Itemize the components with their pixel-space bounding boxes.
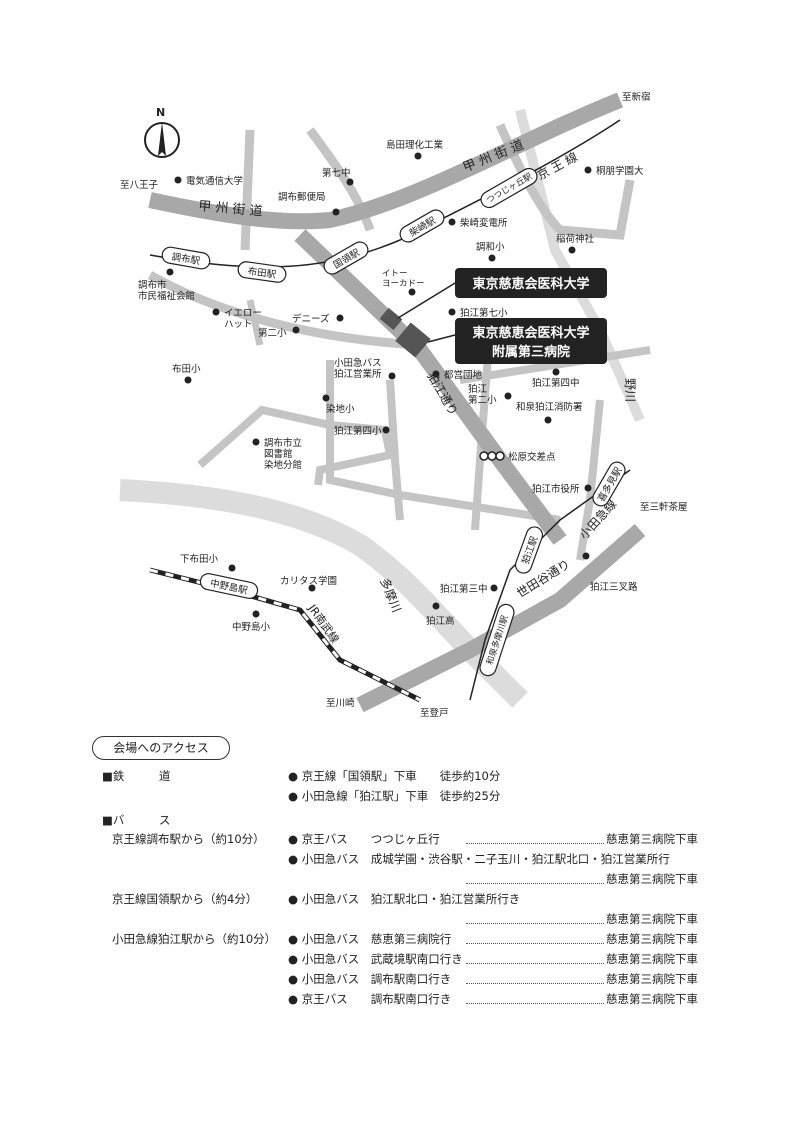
svg-text:N: N — [156, 106, 165, 119]
bus-route: ● 小田急バス 調布駅南口行き — [288, 972, 452, 986]
landmark-matsubara: 松原交差点 — [508, 451, 556, 463]
bus-from-komae: 小田急線狛江駅から（約10分） — [112, 932, 277, 946]
bus-dest: 慈恵第三病院下車 — [606, 832, 698, 846]
landmark-komae-4sho: 狛江第四小 — [334, 425, 382, 437]
landmark-izumi-fire: 和泉狛江消防署 — [516, 401, 583, 413]
nogawa-river — [515, 108, 645, 423]
landmark-city-hall: 狛江市役所 — [532, 483, 580, 495]
leader-dots — [466, 983, 604, 984]
landmark-nakanoshima-sho: 中野島小 — [232, 621, 271, 633]
tama-river — [119, 479, 528, 708]
landmark-fudasho: 布田小 — [172, 363, 201, 375]
svg-text:東京慈恵会医科大学: 東京慈恵会医科大学 — [472, 325, 589, 341]
landmark-daishichi: 第七中 — [322, 167, 351, 179]
bus-dest: 慈恵第三病院下車 — [606, 872, 698, 886]
bus-dest: 慈恵第三病院下車 — [606, 972, 698, 986]
university-callout: 東京慈恵会医科大学 — [455, 268, 607, 298]
landmark-odakyu-bus: 小田急バス狛江営業所 — [334, 357, 382, 380]
landmark-shimofuda: 下布田小 — [180, 553, 219, 565]
bus-dest: 慈恵第三病院下車 — [606, 912, 698, 926]
bus-route: ● 京王バス 調布駅南口行き — [288, 992, 452, 1006]
setagaya-dori-road — [356, 523, 646, 713]
keio-line-label: 京 王 線 — [534, 149, 580, 183]
koshu-kaido-label-2: 甲 州 街 道 — [198, 199, 263, 220]
leader-dots — [466, 883, 604, 884]
train-heading: ■鉄 道 — [102, 769, 171, 783]
landmarks: 島田理化工業 電気通信大学 第七中 調布郵便局 桐朋学園大 柴崎変電所 調和小 … — [138, 139, 644, 633]
train-item-1: ● 京王線「国領駅」下車 徒歩約10分 — [288, 769, 501, 783]
leader-dots — [466, 963, 604, 964]
odakyu-line — [469, 469, 631, 701]
leader-dots — [466, 1003, 604, 1004]
landmark-chofu-post: 調布郵便局 — [278, 191, 326, 203]
bus-route: ● 小田急バス 武蔵境駅南口行き — [288, 952, 463, 966]
landmark-somechi: 染地小 — [326, 403, 355, 415]
svg-text:附属第三病院: 附属第三病院 — [492, 344, 570, 360]
bus-route: ● 京王バス つつじヶ丘行 — [288, 832, 440, 846]
landmark-komae-7: 狛江第七小 — [460, 307, 508, 319]
landmark-caritas: カリタス学園 — [280, 575, 337, 587]
nogawa-label: 野川 — [623, 378, 637, 402]
landmark-komae-3chu: 狛江第三中 — [440, 583, 488, 595]
bus-route: ● 小田急バス 慈恵第三病院行 — [288, 932, 452, 946]
access-section: 会場へのアクセス ■鉄 道 ● 京王線「国領駅」下車 徒歩約10分 ● 小田急線… — [0, 730, 800, 1132]
dest-shinjuku: 至新宿 — [622, 91, 651, 103]
station-nakanoshima: 中野島駅 — [199, 573, 259, 599]
landmark-inari: 稲荷神社 — [556, 233, 595, 245]
leader-dots — [466, 943, 604, 944]
access-title: 会場へのアクセス — [92, 736, 230, 760]
svg-text:東京慈恵会医科大学: 東京慈恵会医科大学 — [472, 276, 589, 292]
station-fuda: 布田駅 — [237, 261, 287, 283]
landmark-daini-sho: 第二小 — [258, 327, 287, 339]
koshu-kaido-road — [148, 92, 623, 230]
bus-heading: ■バ ス — [102, 813, 171, 827]
landmark-ito-yokado: イトーヨーカドー — [382, 269, 425, 289]
bus-dest: 慈恵第三病院下車 — [606, 932, 698, 946]
access-map: N 東京慈恵会医科大学 東京慈恵会医科大学 附属第三病院 甲 州 街 道 甲 州… — [119, 91, 688, 719]
landmark-dennys: デニーズ — [292, 313, 330, 325]
dest-kawasaki: 至川崎 — [326, 697, 355, 709]
dest-hachioji: 至八王子 — [120, 180, 159, 191]
station-shibasaki: 柴崎駅 — [399, 209, 445, 243]
landmark-toei: 都営団地 — [444, 369, 483, 381]
landmark-komae-high: 狛江高 — [426, 615, 455, 627]
bus-route: ● 小田急バス 成城学園・渋谷駅・二子玉川・狛江駅北口・狛江営業所行 — [288, 852, 670, 866]
landmark-sanjiro: 狛江三叉路 — [590, 581, 638, 593]
landmark-chowa: 調和小 — [476, 241, 505, 253]
landmark-komae-4chu: 狛江第四中 — [532, 377, 580, 389]
landmark-chofu-fukushi: 調布市市民福祉会館 — [138, 279, 195, 302]
leader-dots — [466, 843, 604, 844]
svg-text:調布駅: 調布駅 — [171, 251, 202, 268]
svg-text:布田駅: 布田駅 — [247, 265, 277, 281]
station-chofu: 調布駅 — [161, 246, 211, 270]
landmark-yellow-hat: イエローハット — [224, 308, 262, 330]
landmark-shibasaki-hen: 柴崎変電所 — [460, 217, 508, 229]
leader-dots — [466, 923, 604, 924]
landmark-toho: 桐朋学園大 — [596, 165, 644, 177]
landmark-library: 調布市立図書館染地分館 — [264, 437, 302, 471]
bus-route: ● 小田急バス 狛江駅北口・狛江営業所行き — [288, 892, 521, 906]
nambu-line — [149, 567, 422, 703]
dest-sangenjaya: 至三軒茶屋 — [640, 501, 688, 513]
landmark-shimada: 島田理化工業 — [386, 139, 444, 151]
bus-from-chofu: 京王線調布駅から（約10分） — [112, 832, 265, 846]
landmark-dentsu: 電気通信大学 — [186, 175, 243, 187]
hospital-callout: 東京慈恵会医科大学 附属第三病院 — [455, 318, 607, 364]
bus-from-kokuryo: 京王線国領駅から（約4分） — [112, 892, 258, 906]
bus-dest: 慈恵第三病院下車 — [606, 992, 698, 1006]
north-arrow: N — [144, 106, 180, 158]
station-komae: 狛江駅 — [514, 526, 544, 574]
train-item-2: ● 小田急線「狛江駅」下車 徒歩約25分 — [288, 789, 501, 803]
landmark-komae-2: 狛江第二小 — [468, 383, 497, 406]
bus-dest: 慈恵第三病院下車 — [606, 952, 698, 966]
komae-dori-road — [294, 229, 567, 545]
dest-noborito: 至登戸 — [420, 708, 449, 719]
campus — [379, 279, 461, 358]
